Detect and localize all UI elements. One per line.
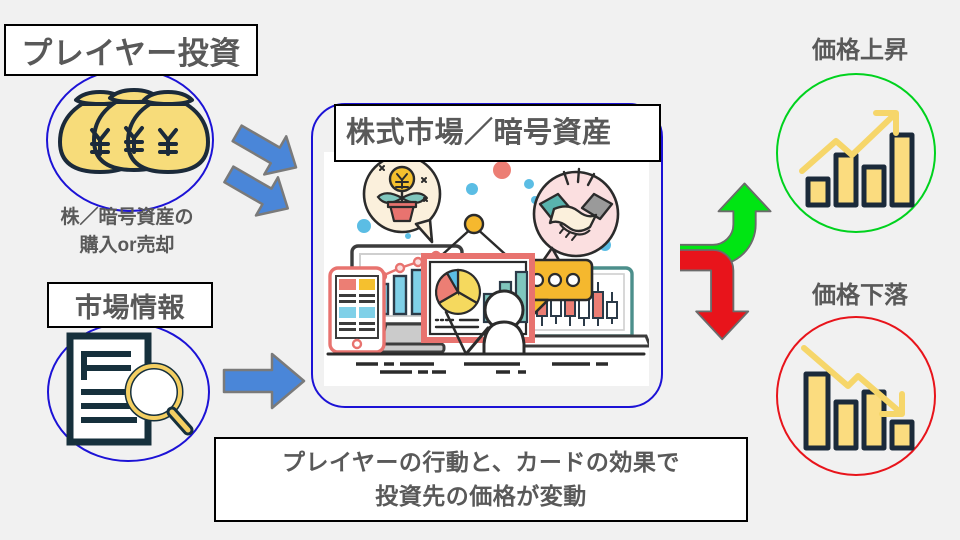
market-information-label: 市場情報 xyxy=(75,292,185,323)
caption-box: プレイヤーの行動と、カードの効果で 投資先の価格が変動 xyxy=(214,437,748,522)
buy-or-sell-label: 株／暗号資産の 購入or売却 xyxy=(22,204,232,259)
outcome-fork-arrows xyxy=(680,180,800,350)
central-market-title-box: 株式市場／暗号資産 xyxy=(334,104,661,162)
player-investment-title-box: プレイヤー投資 xyxy=(4,24,258,76)
document-magnifier-icon xyxy=(62,330,202,455)
blue-arrow-icon xyxy=(222,350,312,412)
caption-line1: プレイヤーの行動と、カードの効果で xyxy=(282,449,680,476)
buy-or-sell-line2-pre: 購入 xyxy=(79,234,118,256)
price-down-label: 価格下落 xyxy=(812,282,908,309)
market-information-title-box: 市場情報 xyxy=(47,282,213,328)
central-market-label: 株式市場／暗号資産 xyxy=(346,116,612,149)
stock-market-illustration xyxy=(324,152,649,386)
bar-chart-falling-icon xyxy=(796,336,918,458)
caption-line2: 投資先の価格が変動 xyxy=(375,482,587,509)
price-down-circle xyxy=(776,316,936,476)
red-down-arrow-icon xyxy=(680,249,750,341)
bar-chart-rising-icon xyxy=(796,93,918,215)
buy-or-sell-line2-post: 売却 xyxy=(136,234,175,256)
money-bag-icon xyxy=(52,78,212,188)
buy-or-sell-or: or xyxy=(117,234,137,256)
price-up-circle xyxy=(776,73,936,233)
double-blue-arrow-icon xyxy=(222,122,330,230)
buy-or-sell-line1: 株／暗号資産の xyxy=(60,207,194,228)
player-investment-label: プレイヤー投資 xyxy=(21,35,241,71)
price-up-label: 価格上昇 xyxy=(812,37,908,64)
